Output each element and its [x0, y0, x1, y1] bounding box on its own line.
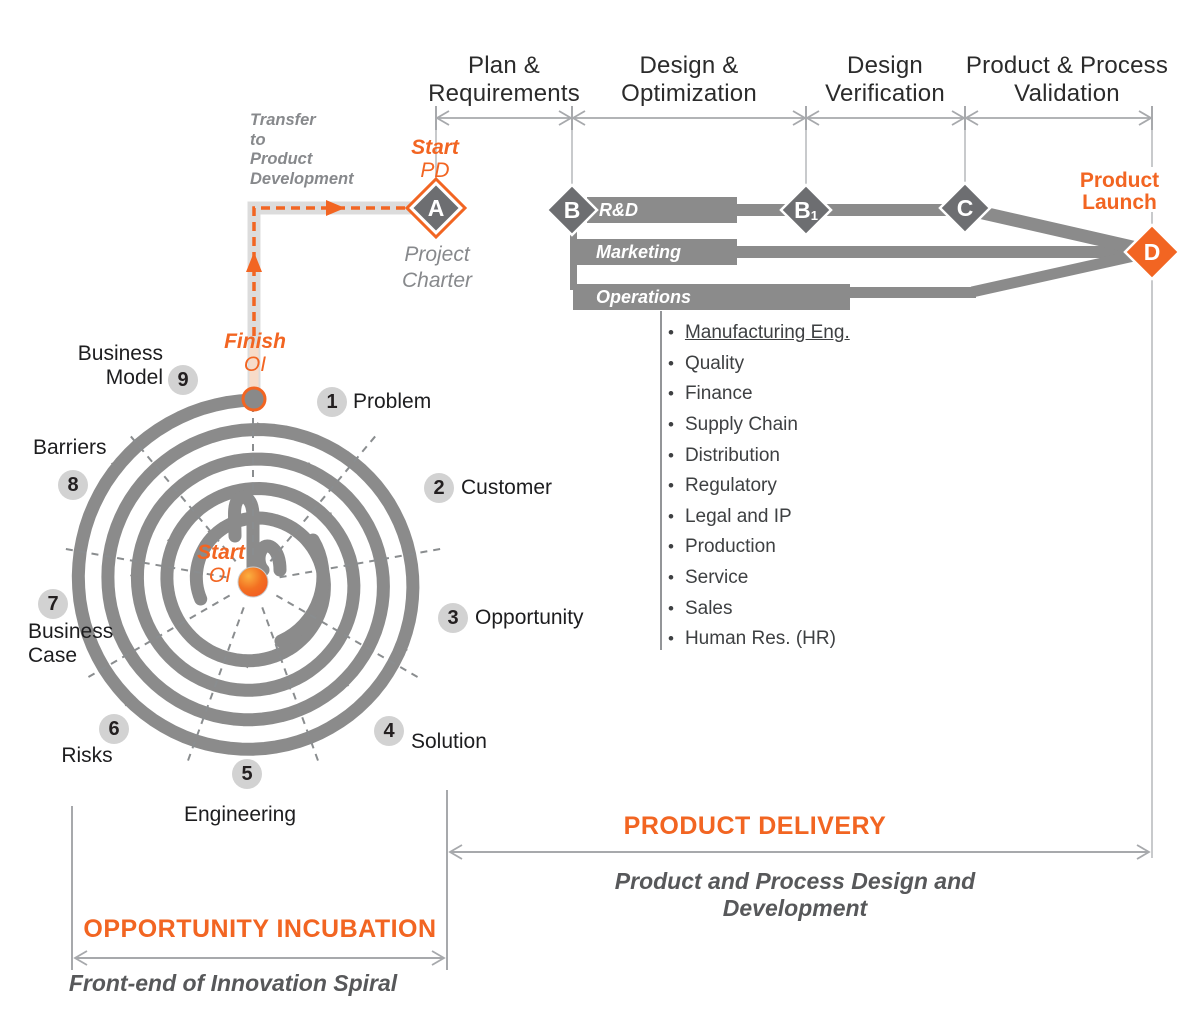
project-charter-label: Project Charter — [401, 243, 473, 292]
department-label: Legal and IP — [684, 505, 792, 527]
bullet-icon: • — [668, 506, 674, 526]
bar-label-rnd: R&D — [599, 200, 638, 220]
department-label: Finance — [684, 383, 753, 405]
department-item: • Service — [668, 563, 928, 594]
departments-list: • Manufacturing Eng. • Quality • Finance… — [668, 318, 928, 655]
milestone-c: C — [956, 194, 974, 221]
stage-number-8: 8 — [58, 470, 88, 500]
stage-label-engineering: Engineering — [183, 803, 297, 826]
stage-number-9: 9 — [168, 365, 198, 395]
start-oi-label: Start OI — [197, 541, 245, 587]
department-item: • Sales — [668, 593, 928, 624]
stage-number-4: 4 — [374, 716, 404, 746]
milestone-d: D — [1143, 238, 1161, 265]
bullet-icon: • — [668, 629, 674, 649]
phase-product-process-validation: Product & Process Validation — [965, 52, 1169, 107]
bullet-icon: • — [668, 537, 674, 557]
stage-label-barriers: Barriers — [33, 436, 107, 459]
department-item: • Production — [668, 532, 928, 563]
stage-label-solution: Solution — [411, 730, 487, 753]
bullet-icon: • — [668, 476, 674, 496]
bullet-icon: • — [668, 568, 674, 588]
stage-number-6: 6 — [99, 714, 129, 744]
department-label: Sales — [684, 597, 733, 619]
milestone-b: B — [563, 196, 581, 223]
department-label: Supply Chain — [684, 414, 798, 436]
opportunity-incubation-subtitle: Front-end of Innovation Spiral — [68, 970, 398, 996]
department-label: Regulatory — [684, 475, 777, 497]
stage-label-opportunity: Opportunity — [475, 606, 584, 629]
product-delivery-subtitle: Product and Process Design and Developme… — [614, 868, 976, 921]
bullet-icon: • — [668, 353, 674, 373]
phase-plan-requirements: Plan & Requirements — [428, 52, 580, 107]
stage-label-risks: Risks — [61, 744, 113, 767]
department-label: Quality — [684, 352, 745, 374]
department-item: • Manufacturing Eng. — [668, 318, 928, 349]
department-label: Distribution — [684, 444, 780, 466]
stage-number-1: 1 — [317, 387, 347, 417]
department-label: Human Res. (HR) — [684, 628, 836, 650]
bullet-icon: • — [668, 323, 674, 343]
stage-number-3: 3 — [438, 603, 468, 633]
milestone-a: A — [427, 194, 445, 221]
department-label: Service — [684, 567, 749, 589]
start-pd-label: Start PD — [411, 136, 459, 182]
department-item: • Distribution — [668, 440, 928, 471]
bullet-icon: • — [668, 598, 674, 618]
transfer-note: Transfer to Product Development — [250, 111, 354, 188]
department-item: • Finance — [668, 379, 928, 410]
stage-label-business-case: Business Case — [28, 620, 114, 667]
product-launch-label: Product Launch — [1079, 169, 1160, 214]
stage-label-problem: Problem — [353, 390, 432, 413]
bullet-icon: • — [668, 384, 674, 404]
opportunity-incubation-title: OPPORTUNITY INCUBATION — [83, 915, 437, 943]
department-item: • Human Res. (HR) — [668, 624, 928, 655]
department-item: • Regulatory — [668, 471, 928, 502]
stage-label-customer: Customer — [461, 476, 553, 499]
stage-number-5: 5 — [232, 759, 262, 789]
product-delivery-title: PRODUCT DELIVERY — [623, 812, 887, 840]
bar-label-marketing: Marketing — [596, 242, 682, 262]
phase-design-optimization: Design & Optimization — [621, 52, 757, 107]
department-item: • Supply Chain — [668, 410, 928, 441]
bullet-icon: • — [668, 445, 674, 465]
department-item: • Legal and IP — [668, 502, 928, 533]
department-item: • Quality — [668, 349, 928, 380]
phase-design-verification: Design Verification — [825, 52, 945, 107]
stage-number-7: 7 — [38, 589, 68, 619]
finish-oi-label: Finish OI — [224, 330, 286, 376]
bar-label-operations: Operations — [596, 287, 692, 307]
bullet-icon: • — [668, 415, 674, 435]
department-label: Manufacturing Eng. — [684, 322, 850, 344]
stage-number-2: 2 — [424, 473, 454, 503]
stage-label-business-model: Business Model — [77, 342, 163, 389]
department-label: Production — [684, 536, 776, 558]
